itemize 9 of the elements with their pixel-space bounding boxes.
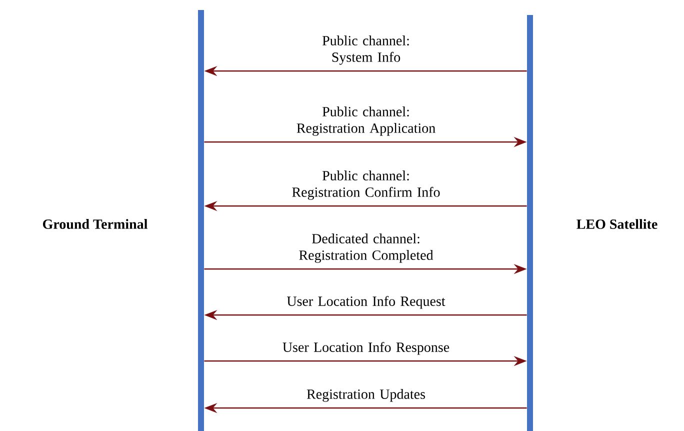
edge-label: Public channel: System Info (322, 36, 409, 65)
edge-label: Registration Updates (306, 389, 425, 402)
edge-label: Public channel: Registration Confirm Info (292, 170, 440, 200)
edge-label: Dedicated channel: Registration Completed (299, 234, 434, 263)
edge-label: User Location Info Response (282, 342, 450, 355)
lifeline-label: LEO Satellite (576, 219, 658, 229)
edge-label: Public channel: Registration Application (296, 106, 436, 136)
edge-label: User Location Info Request (287, 296, 446, 309)
lifeline-label: Ground Terminal (42, 219, 148, 229)
